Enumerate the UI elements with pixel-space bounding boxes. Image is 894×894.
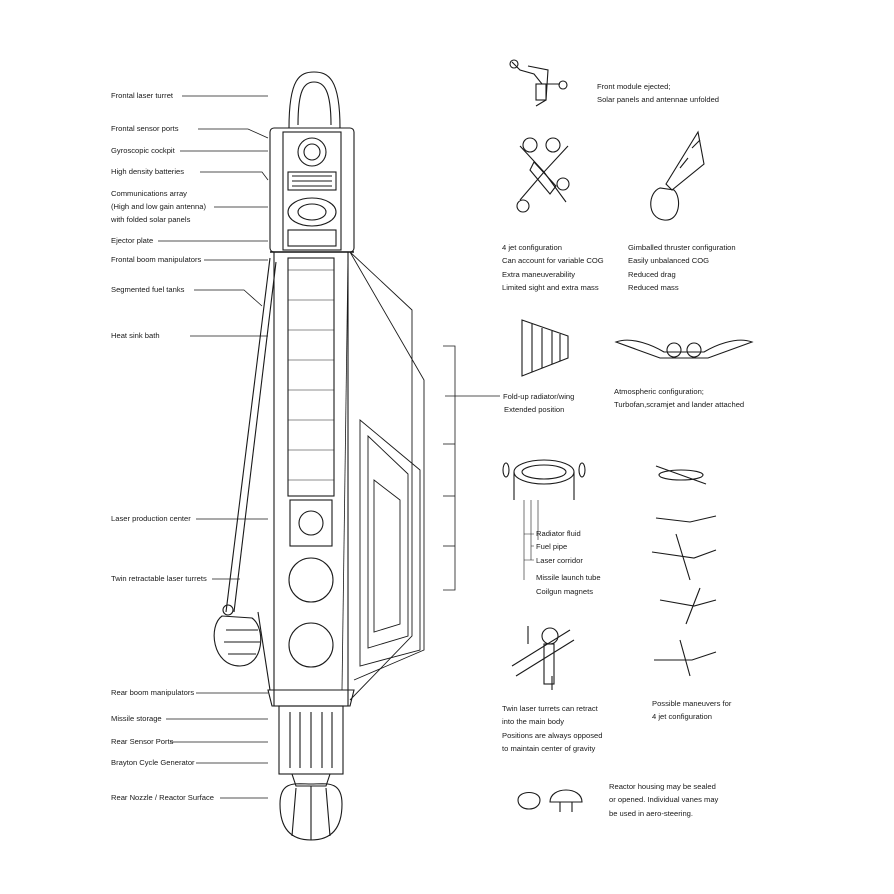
note-line: Limited sight and extra mass [502,283,599,293]
corridor-sketch [502,459,586,580]
note-line: Reduced mass [628,283,679,293]
note-line: Front module ejected; [597,82,671,91]
note-line: Turbofan,scramjet and lander attached [614,400,745,410]
label-frontal-boom-manipulators: Frontal boom manipulators [111,255,202,264]
note-line: be used in aero-steering. [609,808,694,818]
note-four-jet: 4 jet configuration Can account for vari… [502,241,604,295]
note-line: Coilgun magnets [536,586,593,596]
front-module-sketch [509,59,568,107]
radiator-bracket [443,345,500,591]
note-atmospheric: Atmospheric configuration; Turbofan,scra… [614,385,744,412]
label-solar-panels: with folded solar panels [111,215,191,224]
label-segmented-fuel-tanks: Segmented fuel tanks [111,285,185,294]
twin-turret-sketch [511,626,575,690]
note-line: Fold-up radiator/wing [503,392,575,401]
note-line: to maintain center of gravity [502,744,596,754]
label-communications-array: Communications array [111,189,187,198]
label-rear-nozzle-reactor-surface: Rear Nozzle / Reactor Surface [111,793,214,802]
note-line: Extra maneuverability [502,269,576,279]
radiator-panels [349,251,425,701]
note-line: 4 jet configuration [652,712,712,722]
note-radiator: Fold-up radiator/wing Extended position [503,390,574,417]
label-ejector-plate: Ejector plate [111,236,154,245]
label-laser-production-center: Laser production center [111,514,191,523]
note-line: or opened. Individual vanes may [609,795,719,805]
note-line: Extended position [504,405,565,415]
note-reactor: Reactor housing may be sealed or opened.… [609,780,718,820]
leader-lines [158,95,269,799]
label-frontal-sensor-ports: Frontal sensor ports [111,124,179,133]
label-high-density-batteries: High density batteries [111,167,185,176]
note-line: Gimballed thruster configuration [628,243,736,252]
note-line: Possible maneuvers for [652,699,732,708]
note-line: Positions are always opposed [502,730,603,740]
label-heat-sink-bath: Heat sink bath [111,331,160,340]
note-line: Missile launch tube [536,573,601,583]
label-rear-sensor-ports: Rear Sensor Ports [111,737,174,746]
label-brayton-cycle-generator: Brayton Cycle Generator [111,758,195,767]
note-line: Radiator fluid [536,529,581,538]
note-line: Twin laser turrets can retract [502,704,598,713]
note-front-module: Front module ejected; Solar panels and a… [597,80,719,107]
label-frontal-laser-turret: Frontal laser turret [111,91,174,100]
note-line: Reduced drag [628,269,676,279]
label-missile-storage: Missile storage [111,714,162,723]
maneuver-sketches [651,465,717,677]
note-line: Easily unbalanced COG [628,256,710,266]
note-line: into the main body [502,717,565,727]
note-line: Solar panels and antennae unfolded [597,95,720,105]
note-twin-turrets: Twin laser turrets can retract into the … [502,702,602,756]
note-gimballed: Gimballed thruster configuration Easily … [628,241,736,295]
atmospheric-sketch [614,339,754,359]
note-maneuvers: Possible maneuvers for 4 jet configurati… [652,697,731,724]
label-rear-boom-manipulators: Rear boom manipulators [111,688,195,697]
label-twin-retractable-laser-turrets: Twin retractable laser turrets [111,574,207,583]
boom-manipulators [213,255,349,691]
note-line: Laser corridor [536,555,583,565]
four-jet-sketch [516,137,570,213]
note-line: Can account for variable COG [502,256,604,266]
reactor-sketch [517,789,583,812]
radiator-sketch [521,319,569,377]
note-line: Fuel pipe [536,542,568,552]
note-line: Reactor housing may be sealed [609,782,716,791]
ship-hull [267,71,355,841]
note-line: Atmospheric configuration; [614,387,704,396]
note-line: 4 jet configuration [502,243,562,252]
note-corridor: Radiator fluid Fuel pipe Laser corridor … [536,527,601,598]
gimballed-sketch [650,130,705,221]
label-antenna-detail: (High and low gain antenna) [111,202,206,211]
label-gyroscopic-cockpit: Gyroscopic cockpit [111,146,175,155]
